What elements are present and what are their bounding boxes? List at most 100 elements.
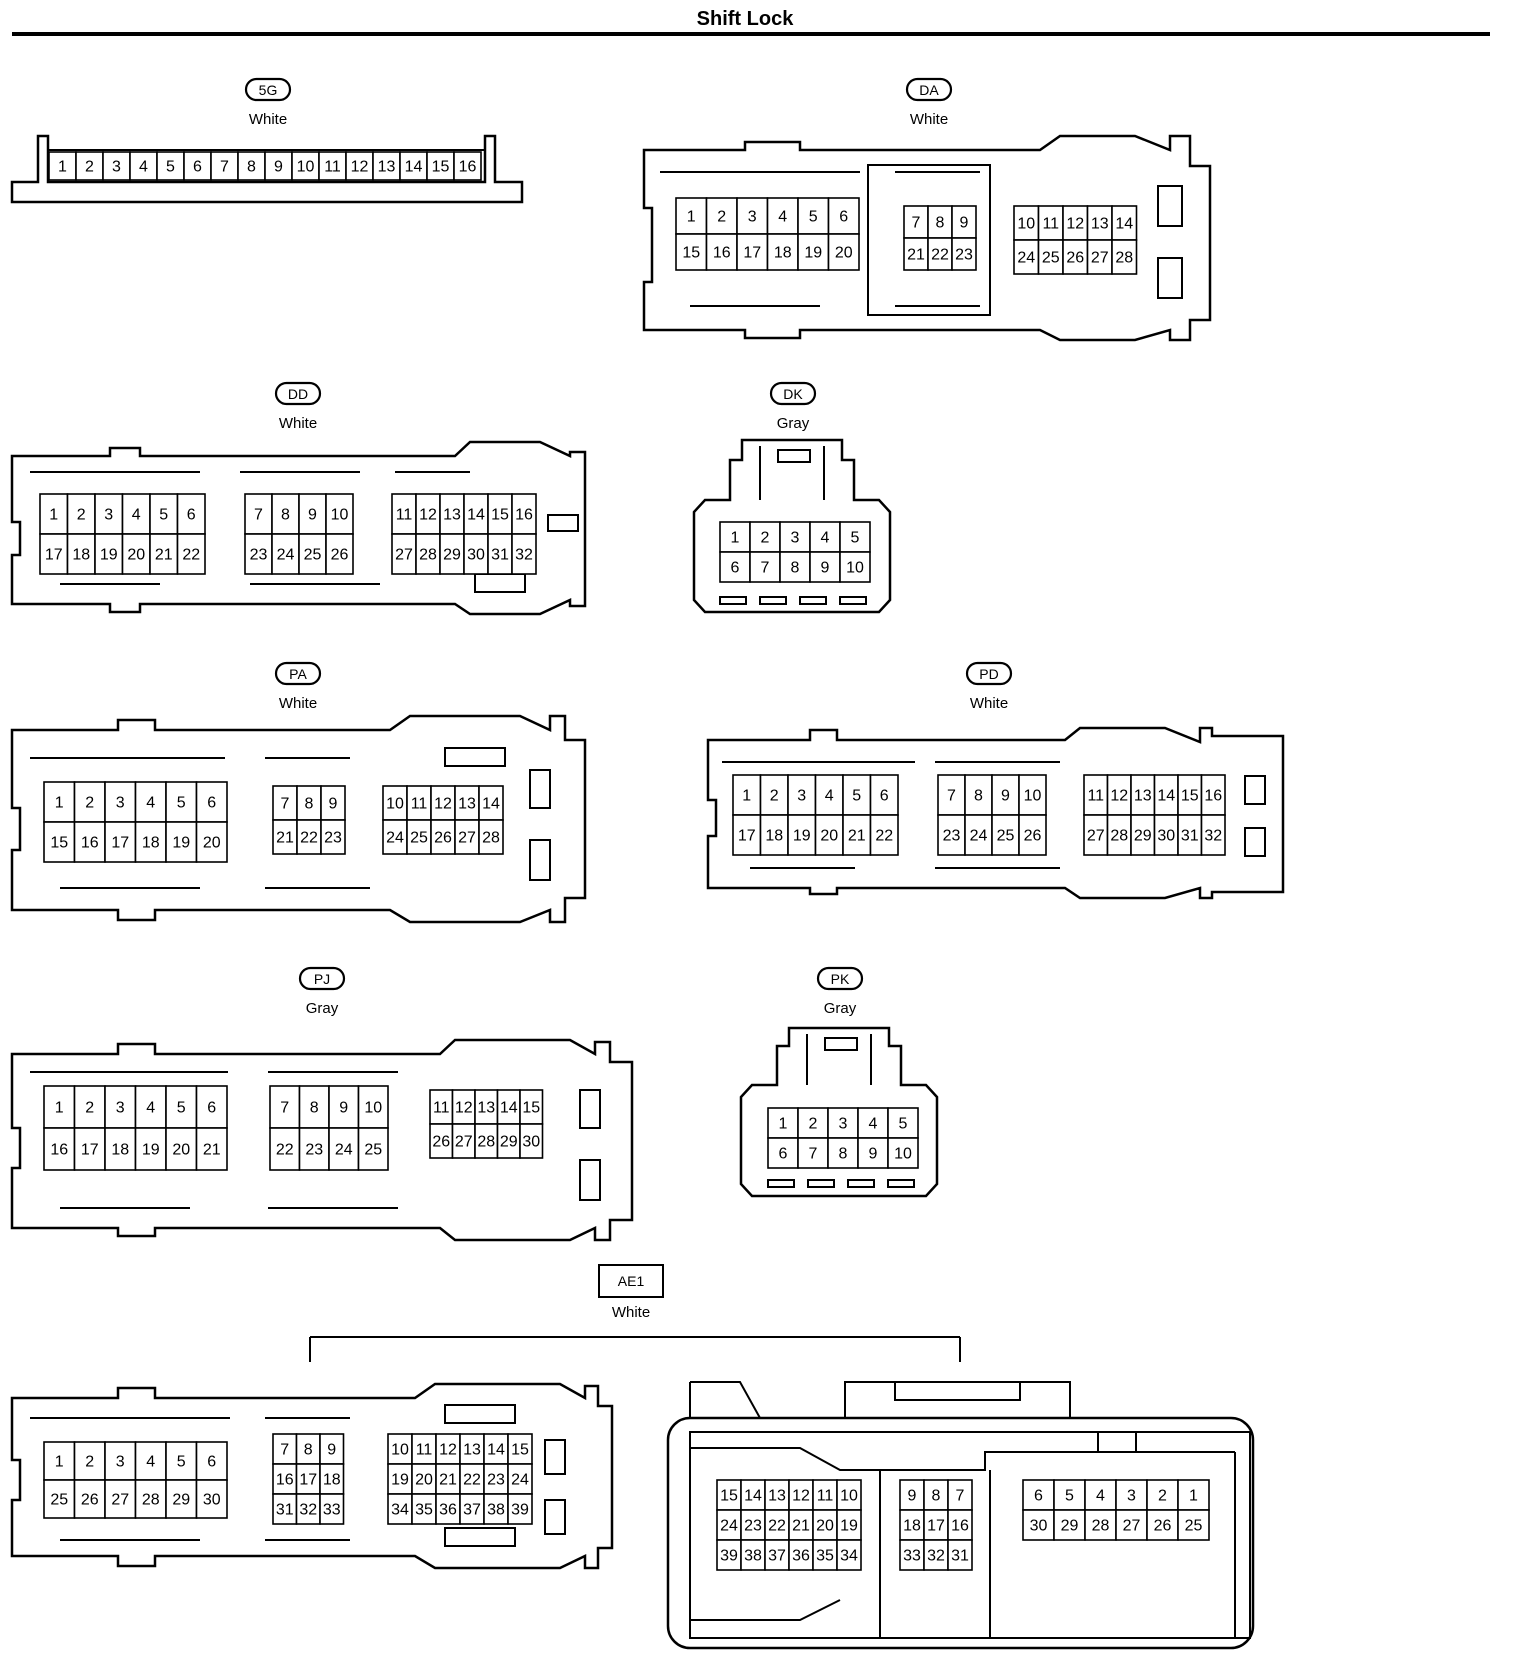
pin-number: 11 [411, 796, 428, 813]
pin-number: 17 [743, 245, 761, 262]
pin-number: 9 [869, 1146, 878, 1163]
pin-number: 7 [761, 560, 770, 577]
pin-cell [991, 814, 1020, 856]
pin-cell [814, 774, 844, 816]
pin-number: 27 [1123, 1518, 1141, 1535]
pin-number: 16 [81, 835, 99, 852]
pin-cell [415, 533, 441, 575]
pin-number: 2 [809, 1116, 818, 1133]
pin-number: 26 [1154, 1518, 1172, 1535]
pin-number: 17 [738, 828, 756, 845]
pin-number: 13 [458, 796, 476, 813]
pin-number: 32 [1204, 828, 1222, 845]
pin-cell [1013, 205, 1040, 241]
pin-number: 21 [155, 547, 173, 564]
pin-number: 13 [378, 159, 396, 176]
pin-cell [809, 551, 841, 583]
pin-number: 15 [522, 1100, 540, 1117]
pin-cell [483, 1433, 509, 1465]
pin-number: 7 [956, 1488, 965, 1505]
connector-5g-id: 5G [259, 82, 278, 98]
pin-cell [320, 819, 346, 855]
connector-da-id: DA [919, 82, 939, 98]
pin-number: 10 [1024, 788, 1042, 805]
pin-number: 17 [927, 1518, 945, 1535]
pin-cell [195, 781, 228, 823]
connector-dd-tag-pill [274, 381, 322, 406]
pin-number: 14 [744, 1488, 762, 1505]
pin-cell [887, 1107, 919, 1139]
pin-number: 29 [172, 1492, 190, 1509]
pin-number: 4 [146, 1100, 155, 1117]
pin-cell [787, 774, 817, 816]
pin-number: 1 [1189, 1488, 1198, 1505]
pin-number: 37 [768, 1548, 786, 1565]
pin-number: 29 [1134, 828, 1152, 845]
connector-pa-id: PA [289, 666, 307, 682]
pin-number: 24 [386, 830, 404, 847]
pin-number: 34 [840, 1548, 858, 1565]
pin-cell [1022, 1509, 1055, 1541]
pin-number: 37 [463, 1502, 481, 1519]
pin-number: 7 [947, 788, 956, 805]
pin-cell [94, 493, 124, 535]
pin-cell [73, 1479, 106, 1519]
pin-number: 6 [187, 507, 196, 524]
pin-cell [836, 1509, 862, 1541]
pin-cell [325, 533, 354, 575]
pin-number: 8 [247, 159, 256, 176]
pin-cell [705, 233, 738, 271]
pin-number: 3 [791, 530, 800, 547]
pin-cell [511, 493, 537, 535]
pin-number: 12 [419, 507, 437, 524]
pin-number: 9 [960, 215, 969, 232]
pin-number: 19 [100, 547, 118, 564]
pin-cell [736, 197, 769, 235]
pin-number: 3 [1127, 1488, 1136, 1505]
pin-cell [357, 1085, 389, 1129]
pin-cell [104, 821, 137, 863]
pin-number: 19 [142, 1142, 160, 1159]
pin-number: 27 [1087, 828, 1105, 845]
pin-number: 16 [1204, 788, 1222, 805]
pin-cell [195, 1085, 228, 1129]
pin-number: 28 [477, 1134, 495, 1151]
pin-number: 26 [434, 830, 452, 847]
pin-number: 39 [720, 1548, 738, 1565]
pin-number: 26 [331, 547, 349, 564]
pin-number: 20 [835, 245, 853, 262]
pin-cell [675, 197, 708, 235]
pin-cell [903, 237, 929, 271]
pin-cell [328, 1127, 360, 1171]
pin-number: 19 [172, 835, 190, 852]
connector-ae1-color: White [612, 1304, 650, 1321]
connector-pj-color: Gray [306, 1000, 339, 1017]
pin-number: 23 [955, 247, 973, 264]
pin-number: 24 [277, 547, 295, 564]
pin-cell [478, 819, 504, 855]
pin-number: 5 [159, 507, 168, 524]
pin-number: 30 [1157, 828, 1175, 845]
pin-number: 6 [207, 1100, 216, 1117]
pin-number: 31 [1181, 828, 1199, 845]
pin-number: 10 [364, 1100, 382, 1117]
pin-cell [399, 151, 428, 181]
pin-number: 3 [748, 209, 757, 226]
pin-number: 3 [797, 788, 806, 805]
pin-cell [1177, 1509, 1210, 1541]
pin-number: 25 [1185, 1518, 1203, 1535]
pin-cell [453, 151, 482, 181]
pin-number: 23 [943, 828, 961, 845]
pin-cell [827, 1107, 859, 1139]
pin-cell [827, 233, 860, 271]
pin-cell [43, 1441, 76, 1481]
connector-pd-color: White [970, 695, 1008, 712]
pin-number: 26 [432, 1134, 450, 1151]
pin-number: 28 [482, 830, 500, 847]
